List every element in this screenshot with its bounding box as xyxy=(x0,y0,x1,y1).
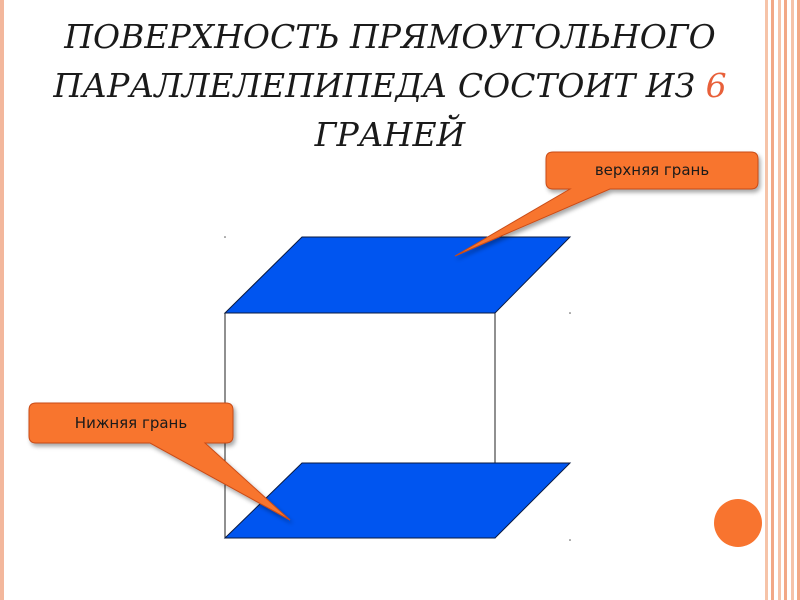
bottom-face xyxy=(223,462,572,539)
slide-title: ПОВЕРХНОСТЬ ПРЯМОУГОЛЬНОГО ПАРАЛЛЕЛЕПИПЕ… xyxy=(20,12,760,159)
corner-marker xyxy=(569,312,571,314)
corner-marker xyxy=(569,539,571,541)
decorative-circle xyxy=(714,499,762,547)
title-tail-text: ГРАНЕЙ xyxy=(314,115,466,154)
left-frame-stripe xyxy=(0,0,4,600)
corner-marker xyxy=(224,236,226,238)
callout-top-face xyxy=(454,151,759,257)
right-frame-stripes xyxy=(765,0,800,600)
title-number: 6 xyxy=(705,66,727,105)
callout-bottom-shape xyxy=(28,402,291,521)
callout-bottom-label: Нижняя грань xyxy=(75,414,187,432)
top-face xyxy=(223,236,572,314)
title-main-text: ПОВЕРХНОСТЬ ПРЯМОУГОЛЬНОГО ПАРАЛЛЕЛЕПИПЕ… xyxy=(53,17,716,105)
callout-bottom-face xyxy=(28,402,291,521)
callout-top-label: верхняя грань xyxy=(595,161,709,179)
callout-top-shape xyxy=(454,151,759,257)
